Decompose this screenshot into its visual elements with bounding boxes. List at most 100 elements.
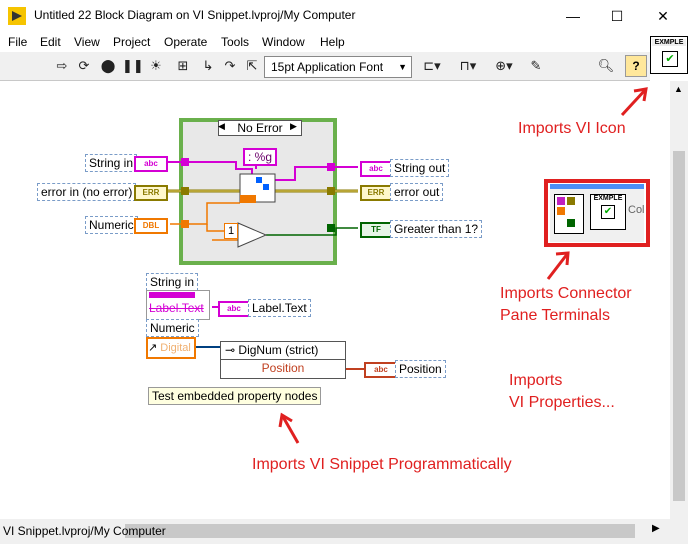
- comment-free-label[interactable]: Test embedded property nodes: [148, 387, 322, 405]
- window-title: Untitled 22 Block Diagram on VI Snippet.…: [34, 8, 356, 22]
- menu-help[interactable]: Help: [320, 35, 345, 49]
- annotation-connector-line2: Pane Terminals: [500, 307, 610, 324]
- reference-icon: ↗: [148, 342, 158, 354]
- menu-file[interactable]: File: [8, 35, 28, 49]
- annotation-properties-line2: VI Properties...: [509, 394, 615, 411]
- string-in-wire: [166, 161, 253, 176]
- menu-window[interactable]: Window: [262, 35, 305, 49]
- minimize-button[interactable]: —: [566, 8, 580, 24]
- digitalnumeric-property-node[interactable]: ⊸ DigNum (strict) Position: [220, 341, 346, 379]
- run-continuously-icon[interactable]: ⟳: [78, 58, 90, 73]
- checkbox-icon: ✔: [601, 205, 615, 219]
- decrement-icon[interactable]: ◀: [218, 121, 225, 131]
- arrow-snippet: [278, 412, 300, 444]
- numeric-constant-one[interactable]: 1: [224, 223, 238, 239]
- vi-icon-label: EXMPLE: [652, 39, 686, 46]
- position-property-item: Position: [261, 361, 305, 375]
- position-terminal[interactable]: abc: [364, 362, 398, 378]
- string-out-wire: [275, 166, 358, 181]
- connector-pane-grid: [554, 194, 584, 234]
- menu-view[interactable]: View: [74, 35, 100, 49]
- case-selector[interactable]: No Error: [218, 120, 302, 136]
- distribute-objects-icon[interactable]: ⊓▾: [459, 58, 477, 73]
- boolean-wire: [266, 227, 358, 236]
- increment-icon[interactable]: ▶: [290, 121, 297, 131]
- vi-icon[interactable]: EXMPLE ✔: [650, 36, 688, 74]
- string-in-label[interactable]: String in: [85, 154, 138, 172]
- search-icon[interactable]: 🔍︎: [597, 58, 615, 73]
- font-select[interactable]: 15pt Application Font ▼: [264, 56, 412, 78]
- digital-reference-label: Digital: [160, 342, 191, 354]
- horizontal-scrollbar[interactable]: ▶: [0, 519, 688, 544]
- case-selector-label: No Error: [237, 121, 283, 135]
- string-class-bar: [149, 292, 195, 298]
- labview-app-icon: [8, 7, 26, 25]
- project-path-status: VI Snippet.lvproj/My Computer: [3, 524, 166, 538]
- property-node-class: DigNum (strict): [238, 343, 319, 357]
- font-select-value: 15pt Application Font: [271, 60, 384, 74]
- string-in-property-node[interactable]: Label.Text: [146, 290, 210, 320]
- run-arrow-icon[interactable]: ⇨: [56, 58, 68, 73]
- connector-pane-titlebar: [550, 184, 644, 189]
- reorder-icon[interactable]: ⊕▾: [495, 58, 513, 73]
- connector-pane-vi-icon: EXMPLE ✔: [590, 194, 626, 230]
- numeric-label[interactable]: Numeric: [85, 216, 138, 234]
- prop-label-text-item: Label.Text: [149, 301, 204, 315]
- prop-numeric-label[interactable]: Numeric: [146, 319, 199, 337]
- label-text-terminal[interactable]: abc: [218, 301, 250, 317]
- annotation-snippet: Imports VI Snippet Programmatically: [252, 456, 512, 473]
- close-button[interactable]: ✕: [657, 8, 669, 24]
- string-in-terminal[interactable]: abc: [134, 156, 168, 172]
- context-help-button[interactable]: ?: [625, 55, 647, 77]
- digital-reference[interactable]: ↗ Digital: [146, 337, 196, 359]
- string-out-label[interactable]: String out: [390, 159, 450, 177]
- scroll-right-icon[interactable]: ▶: [652, 523, 660, 534]
- connector-pane-highlight: [544, 179, 650, 247]
- error-out-terminal[interactable]: ERR: [360, 185, 392, 201]
- abort-icon[interactable]: ⬤: [100, 58, 116, 73]
- annotation-connector-line1: Imports Connector: [500, 285, 632, 302]
- menu-operate[interactable]: Operate: [164, 35, 208, 49]
- step-over-icon[interactable]: ↷: [224, 58, 236, 73]
- vertical-scroll-thumb[interactable]: [673, 151, 685, 501]
- step-into-icon[interactable]: ↳: [202, 58, 214, 73]
- menu-edit[interactable]: Edit: [40, 35, 61, 49]
- annotation-properties-line1: Imports: [509, 372, 563, 389]
- horizontal-scroll-thumb[interactable]: [125, 524, 635, 538]
- clean-up-diagram-icon[interactable]: ✎: [530, 58, 542, 73]
- greater-than-terminal[interactable]: TF: [360, 222, 392, 238]
- connector-pane-image: EXMPLE ✔ Col: [550, 184, 645, 242]
- greater-than-label[interactable]: Greater than 1?: [390, 220, 483, 238]
- numeric-terminal[interactable]: DBL: [134, 218, 168, 234]
- diagram-wires: [166, 87, 650, 444]
- connector-pane-icon-label: EXMPLE: [593, 195, 623, 202]
- arrow-vi-icon: [620, 87, 648, 117]
- menu-bar: [0, 32, 688, 52]
- property-node-header: ⊸ DigNum (strict): [221, 342, 345, 360]
- checkbox-icon: ✔: [662, 51, 678, 67]
- error-in-terminal[interactable]: ERR: [134, 185, 168, 201]
- prop-string-in-label[interactable]: String in: [146, 273, 199, 291]
- highlight-execution-icon[interactable]: ☀: [150, 58, 162, 73]
- chevron-down-icon: ▼: [398, 62, 407, 72]
- format-string-constant[interactable]: : %g: [243, 148, 278, 166]
- menu-tools[interactable]: Tools: [221, 35, 250, 49]
- arrow-connector-pane: [546, 251, 570, 280]
- label-text-out-label[interactable]: Label.Text: [248, 299, 311, 317]
- greater-than-node: [237, 222, 268, 248]
- error-in-label[interactable]: error in (no error): [37, 183, 137, 201]
- annotation-vi-icon: Imports VI Icon: [518, 120, 626, 137]
- vertical-scrollbar[interactable]: ▲: [670, 81, 688, 519]
- menu-project[interactable]: Project: [113, 35, 151, 49]
- string-out-terminal[interactable]: abc: [360, 161, 392, 177]
- maximize-button[interactable]: ☐: [610, 8, 624, 24]
- position-out-label[interactable]: Position: [395, 360, 446, 378]
- scroll-up-icon[interactable]: ▲: [674, 84, 683, 94]
- step-out-icon[interactable]: ⇱: [246, 58, 258, 73]
- error-out-label[interactable]: error out: [390, 183, 444, 201]
- align-objects-icon[interactable]: ⊏▾: [423, 58, 441, 73]
- retain-wire-values-icon[interactable]: ⊞: [177, 58, 189, 73]
- property-node-icon: ⊸: [225, 343, 236, 357]
- pause-icon[interactable]: ❚❚: [122, 58, 144, 73]
- connector-pane-side-text: Col: [628, 204, 645, 216]
